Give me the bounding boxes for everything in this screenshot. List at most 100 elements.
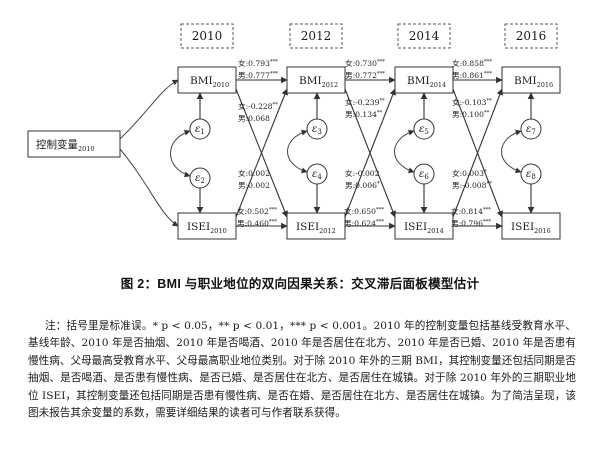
bmi-sub-3: 2016: [537, 81, 554, 89]
coef-isei-to-bmi-1-male: 男:0.006*: [345, 181, 380, 190]
coef-bmi-to-isei-2-female-value: -0.103: [462, 98, 486, 107]
coef-bmi-auto-0-male-colon: :: [246, 71, 249, 80]
coef-bmi-auto-2-female: 女:0.858***: [452, 58, 492, 68]
coef-bmi-to-isei-1-female-value: -0.239: [355, 98, 379, 107]
coef-bmi-to-isei-2-female-colon: :: [460, 98, 463, 107]
error-sub-8: 8: [531, 173, 535, 181]
coef-isei-auto-2-male-group: 男: [451, 219, 459, 228]
error-sub-7: 7: [531, 128, 535, 136]
coef-bmi-auto-2-male-colon: :: [460, 71, 463, 80]
coef-bmi-to-isei-2-male-group: 男: [452, 110, 460, 119]
bmi-label-2: BMI2014: [407, 75, 446, 89]
coef-isei-to-bmi-1-male-group: 男: [345, 181, 353, 190]
coef-bmi-auto-2-female-group: 女: [452, 58, 460, 68]
coef-bmi-to-isei-1-male-sig: **: [377, 110, 383, 116]
coef-bmi-auto-0-female-value: 0.793: [248, 59, 270, 68]
coef-isei-to-bmi-1-male-sig: *: [377, 181, 380, 187]
coef-isei-to-bmi-0-male-colon: :: [246, 181, 249, 190]
error-label-1: ε1: [195, 124, 205, 136]
coef-bmi-to-isei-2-female-group: 女: [452, 97, 460, 107]
isei-sub-1: 2012: [319, 227, 336, 235]
coef-bmi-auto-1-female-colon: :: [353, 59, 356, 68]
isei-name-1: ISEI: [296, 221, 319, 233]
year-label-0: 2010: [192, 29, 223, 43]
arrow-isei-to-bmi-2: [452, 88, 503, 218]
year-box-1: [289, 23, 343, 49]
coef-isei-auto-1-male-sig: ***: [376, 219, 384, 225]
isei-label-1: ISEI2012: [296, 221, 336, 235]
coef-isei-to-bmi-0-female-group: 女: [238, 168, 246, 178]
year-label-1: 2012: [301, 29, 332, 43]
coef-isei-auto-1-male-colon: :: [352, 219, 355, 228]
isei-name-3: ISEI: [511, 221, 534, 233]
coef-isei-auto-1-female-colon: :: [352, 207, 355, 216]
coef-isei-auto-1-male: 男:0.624***: [344, 219, 384, 228]
coef-bmi-to-isei-0-male-colon: :: [246, 114, 249, 123]
coef-isei-auto-0-female-colon: :: [245, 207, 248, 216]
bmi-label-3: BMI2016: [514, 75, 553, 89]
isei-sub-0: 2010: [210, 227, 227, 235]
coef-bmi-auto-0-female-colon: :: [246, 59, 249, 68]
coef-bmi-auto-2-female-colon: :: [460, 59, 463, 68]
coef-bmi-auto-1-male-value: 0.772: [355, 71, 377, 80]
error-covariance-arc-1: [170, 129, 191, 178]
coef-isei-auto-1-female-sig: ***: [376, 207, 384, 213]
coef-isei-to-bmi-1-female-colon: :: [353, 169, 356, 178]
error-symbol-8: ε: [526, 169, 531, 180]
coef-bmi-auto-0-male-group: 男: [238, 71, 246, 80]
control-variables-box: [27, 130, 121, 158]
error-label-8: ε8: [526, 169, 536, 181]
coef-bmi-to-isei-1-male-group: 男: [345, 110, 353, 119]
bmi-label-1: BMI2012: [299, 75, 338, 89]
coef-isei-to-bmi-0-male-group: 男: [238, 181, 246, 190]
error-label-7: ε7: [526, 124, 536, 136]
coef-bmi-auto-1-male-colon: :: [353, 71, 356, 80]
error-sub-5: 5: [424, 128, 428, 136]
error-symbol-2: ε: [195, 173, 200, 184]
error-symbol-4: ε: [312, 169, 317, 180]
error-label-4: ε4: [312, 169, 322, 181]
coef-isei-to-bmi-2-male-group: 男: [452, 181, 460, 190]
coef-isei-auto-2-male-colon: :: [459, 219, 462, 228]
coef-bmi-to-isei-0-female-sig: **: [272, 102, 278, 108]
isei-sub-3: 2016: [534, 227, 551, 235]
coef-bmi-auto-0-female-sig: ***: [270, 59, 278, 65]
coef-isei-to-bmi-2-female-sig: *: [484, 169, 487, 175]
arrow-control-to-bmi-2010: [119, 79, 179, 140]
coef-isei-to-bmi-1-female: 女:-0.002: [345, 168, 380, 178]
coef-bmi-auto-1-female-group: 女: [345, 58, 353, 68]
coef-bmi-to-isei-2-male-sig: **: [484, 110, 490, 116]
control-name: 控制变量: [36, 138, 78, 151]
error-label-6: ε6: [419, 169, 429, 181]
coef-bmi-auto-2-male-sig: ***: [484, 71, 492, 77]
coef-isei-auto-2-male-sig: ***: [483, 219, 491, 225]
isei-label-3: ISEI2016: [511, 221, 551, 235]
coef-isei-to-bmi-1-female-group: 女: [345, 168, 353, 178]
figure-caption: 图 2：BMI 与职业地位的双向因果关系：交叉滞后面板模型估计: [120, 277, 480, 291]
year-label-3: 2016: [516, 29, 547, 43]
coef-bmi-auto-1-male-group: 男: [345, 71, 353, 80]
coef-bmi-auto-0-male: 男:0.777***: [238, 71, 278, 80]
bmi-name-3: BMI: [514, 75, 537, 87]
coef-bmi-auto-2-male-group: 男: [452, 71, 460, 80]
coef-bmi-auto-1-male: 男:0.772***: [345, 71, 385, 80]
isei-sub-2: 2014: [427, 227, 444, 235]
coef-isei-auto-0-female-sig: ***: [269, 207, 277, 213]
year-box-0: [180, 23, 234, 49]
coef-isei-to-bmi-1-female-value: -0.002: [355, 169, 379, 178]
coef-isei-auto-0-male-value: 0.460: [247, 219, 269, 228]
error-sub-3: 3: [317, 128, 321, 136]
coef-bmi-to-isei-0-female-group: 女: [238, 101, 246, 111]
coef-isei-to-bmi-0-male-value: 0.002: [248, 181, 270, 190]
control-sub: 2010: [78, 145, 95, 153]
coef-bmi-to-isei-1-female-colon: :: [353, 98, 356, 107]
coef-bmi-to-isei-2-female-sig: **: [486, 98, 492, 104]
coef-isei-auto-2-female-group: 女: [451, 206, 459, 216]
coef-bmi-auto-0-male-sig: ***: [270, 71, 278, 77]
isei-box-0: [177, 212, 237, 240]
coef-isei-to-bmi-1-male-colon: :: [353, 181, 356, 190]
coef-isei-to-bmi-2-male-value: -0.008: [462, 181, 486, 190]
error-covariance-arc-4: [501, 129, 522, 174]
coef-bmi-to-isei-0-female-value: -0.228: [248, 102, 272, 111]
